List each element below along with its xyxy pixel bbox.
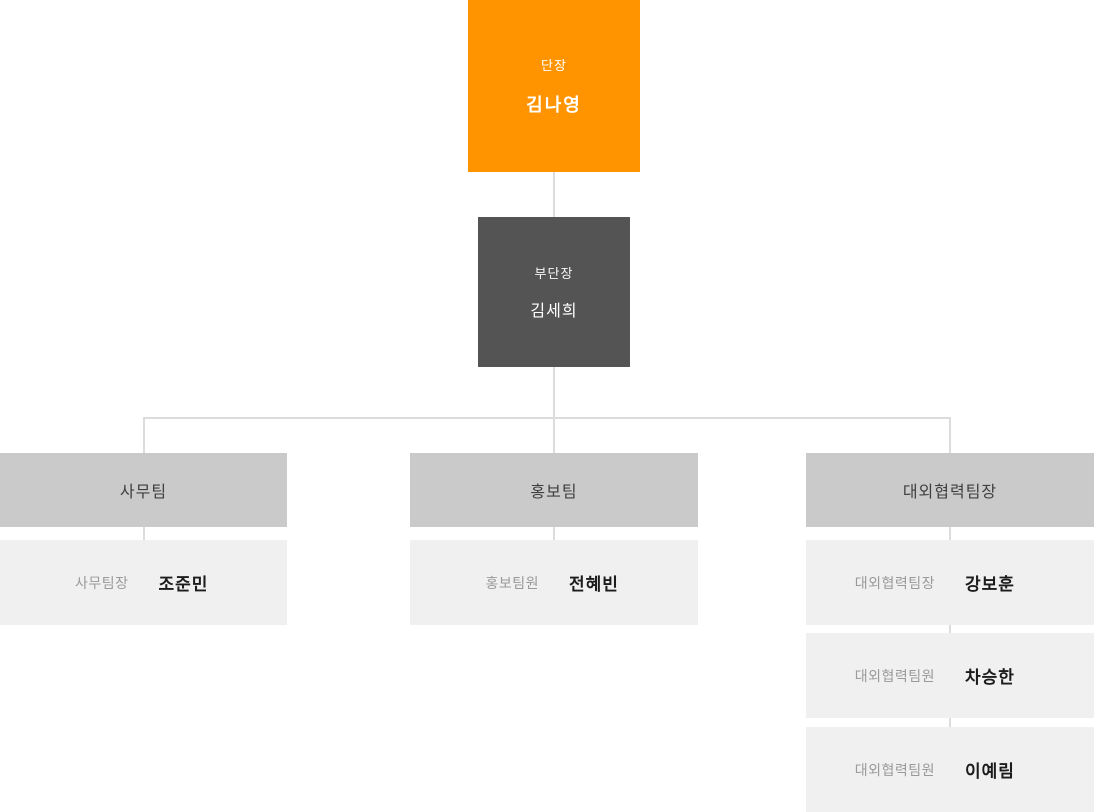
team-title: 홍보팀 bbox=[530, 484, 578, 501]
connector-deputy-rail bbox=[553, 367, 555, 417]
member-row-external-member-1: 대외협력팀원 차승한 bbox=[806, 633, 1094, 718]
member-name: 이예림 bbox=[965, 762, 1015, 781]
connector-drop-admin bbox=[143, 417, 145, 453]
member-row-external-leader: 대외협력팀장 강보훈 bbox=[806, 540, 1094, 625]
deputy-role: 부단장 bbox=[534, 266, 574, 281]
connector-drop-external bbox=[949, 417, 951, 453]
director-role: 단장 bbox=[541, 58, 567, 73]
member-name: 전혜빈 bbox=[569, 575, 619, 594]
connector-stub-admin bbox=[143, 527, 145, 540]
member-role: 대외협력팀장 bbox=[854, 574, 935, 591]
connector-stub-external bbox=[949, 527, 951, 540]
director-box: 단장 김나영 bbox=[468, 0, 640, 172]
member-name: 조준민 bbox=[158, 575, 209, 594]
connector-horizontal-rail bbox=[143, 417, 951, 419]
connector-stub-external-2 bbox=[949, 625, 951, 633]
connector-drop-pr bbox=[553, 417, 555, 453]
member-row-admin-leader: 사무팀장 조준민 bbox=[0, 540, 287, 625]
deputy-box: 부단장 김세희 bbox=[478, 217, 630, 367]
member-row-external-member-2: 대외협력팀원 이예림 bbox=[806, 727, 1094, 812]
director-name: 김나영 bbox=[526, 95, 582, 115]
member-role: 대외협력팀원 bbox=[854, 761, 935, 778]
member-role: 홍보팀원 bbox=[485, 574, 539, 591]
team-title: 사무팀 bbox=[119, 484, 168, 501]
team-header-pr: 홍보팀 bbox=[410, 453, 698, 527]
member-name: 강보훈 bbox=[965, 575, 1015, 594]
deputy-name: 김세희 bbox=[530, 303, 578, 320]
member-role: 사무팀장 bbox=[74, 574, 129, 591]
member-role: 대외협력팀원 bbox=[854, 667, 935, 684]
member-name: 차승한 bbox=[965, 668, 1015, 687]
team-header-external: 대외협력팀장 bbox=[806, 453, 1094, 527]
team-header-admin: 사무팀 bbox=[0, 453, 287, 527]
connector-stub-pr bbox=[553, 527, 555, 540]
connector-director-deputy bbox=[553, 172, 555, 217]
member-row-pr-member: 홍보팀원 전혜빈 bbox=[410, 540, 698, 625]
team-title: 대외협력팀장 bbox=[902, 484, 998, 501]
connector-stub-external-3 bbox=[949, 718, 951, 727]
